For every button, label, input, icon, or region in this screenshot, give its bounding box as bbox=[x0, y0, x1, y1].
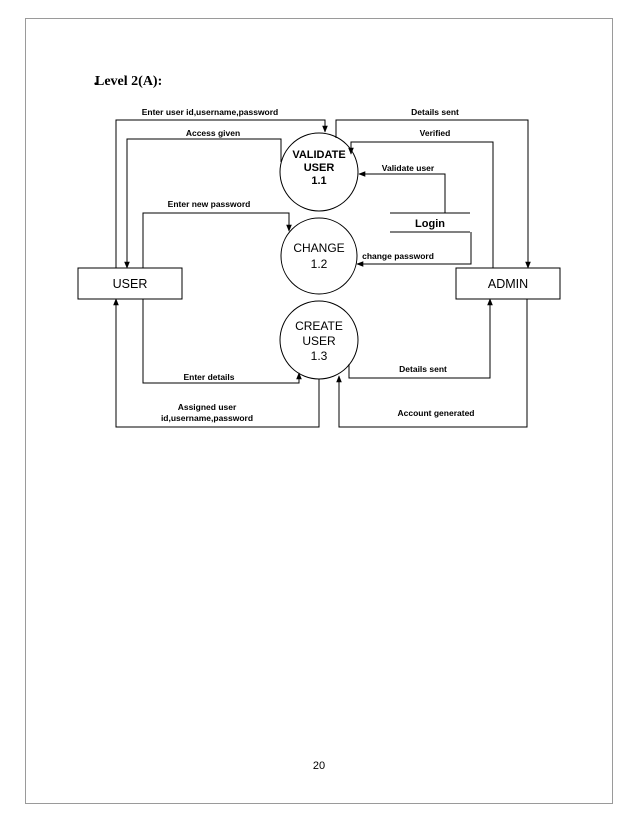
flow-details-sent-top: Details sent bbox=[335, 107, 531, 269]
flow-assigned-user-label-line1: Assigned user bbox=[178, 402, 237, 412]
flow-verified: Verified bbox=[348, 128, 494, 268]
entity-user: USER bbox=[77, 267, 183, 300]
process-create-user: CREATE USER 1.3 bbox=[279, 300, 359, 380]
flow-enter-user-id-label: Enter user id,username,password bbox=[142, 107, 279, 117]
process-validate-line1: VALIDATE bbox=[292, 149, 345, 161]
page-number: 20 bbox=[312, 760, 326, 772]
flow-assigned-user: Assigned user id,username,password bbox=[113, 298, 320, 428]
flow-details-sent-top-label: Details sent bbox=[411, 107, 459, 117]
flow-enter-user-id: Enter user id,username,password bbox=[115, 107, 328, 268]
bullet-icon: • bbox=[93, 80, 99, 90]
page-border bbox=[25, 18, 613, 804]
process-create-line3: 1.3 bbox=[311, 349, 328, 363]
flow-details-sent-bottom-label: Details sent bbox=[399, 364, 447, 374]
flow-validate-user-label: Validate user bbox=[382, 163, 435, 173]
flow-details-sent-bottom: Details sent bbox=[348, 298, 493, 379]
flow-access-given-label: Access given bbox=[186, 128, 240, 138]
flow-enter-new-password: Enter new password bbox=[142, 199, 292, 268]
process-validate-line3: 1.1 bbox=[311, 175, 326, 187]
data-store-label: Login bbox=[415, 218, 445, 230]
flow-change-password-label: change password bbox=[362, 251, 434, 261]
flow-verified-label: Verified bbox=[420, 128, 451, 138]
flow-assigned-user-label-line2: id,username,password bbox=[161, 413, 253, 423]
process-change-line1: CHANGE bbox=[293, 241, 344, 255]
flow-account-generated-label: Account generated bbox=[398, 408, 475, 418]
entity-admin: ADMIN bbox=[455, 267, 561, 300]
flow-validate-user: Validate user bbox=[358, 163, 446, 213]
process-change-line2: 1.2 bbox=[311, 257, 328, 271]
process-validate-user: VALIDATE USER 1.1 bbox=[279, 132, 359, 212]
process-create-line2: USER bbox=[302, 334, 336, 348]
section-heading: Level 2(A): bbox=[95, 74, 163, 89]
data-store-login: Login bbox=[390, 212, 470, 233]
entity-user-label: USER bbox=[113, 277, 148, 291]
process-validate-line2: USER bbox=[304, 162, 335, 174]
flow-change-password: change password bbox=[356, 232, 472, 267]
entity-admin-label: ADMIN bbox=[488, 277, 528, 291]
flow-access-given: Access given bbox=[124, 128, 282, 269]
flow-enter-details: Enter details bbox=[142, 299, 302, 384]
flow-enter-details-label: Enter details bbox=[183, 372, 234, 382]
flow-account-generated: Account generated bbox=[336, 299, 528, 428]
process-change: CHANGE 1.2 bbox=[280, 217, 358, 295]
flow-enter-new-password-label: Enter new password bbox=[168, 199, 251, 209]
process-create-line1: CREATE bbox=[295, 319, 343, 333]
